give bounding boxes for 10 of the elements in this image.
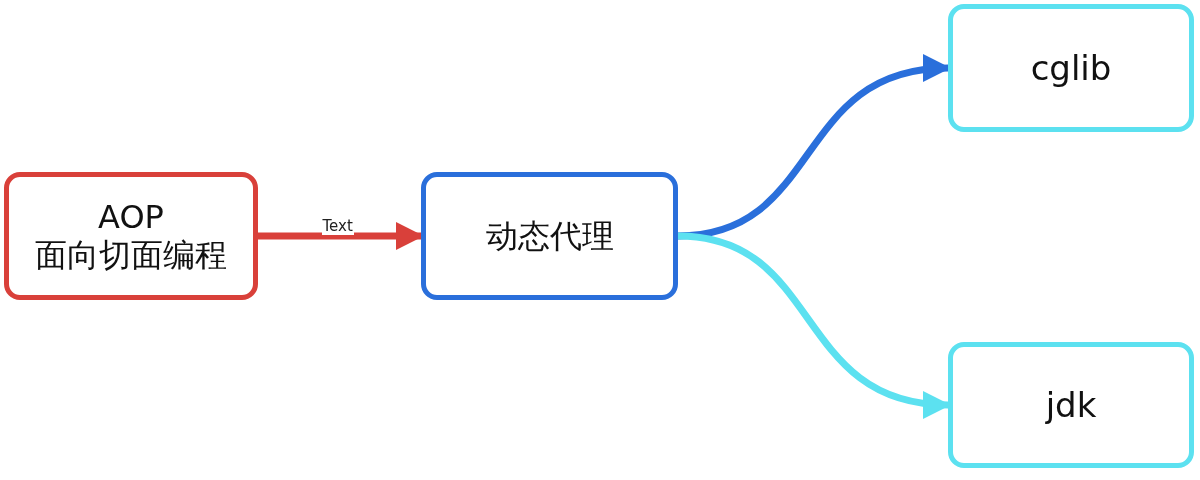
- process-box: [948, 4, 1194, 132]
- box-label: 面向切面编程: [35, 236, 227, 275]
- box-label: AOP: [98, 197, 164, 236]
- box-label: jdk: [1045, 384, 1097, 426]
- process-box: [948, 342, 1194, 468]
- box-label: 动态代理: [485, 216, 614, 256]
- edge-label: Text: [321, 217, 354, 235]
- process-box: [4, 172, 258, 300]
- box-label: cglib: [1030, 47, 1112, 89]
- process-box: [421, 172, 678, 300]
